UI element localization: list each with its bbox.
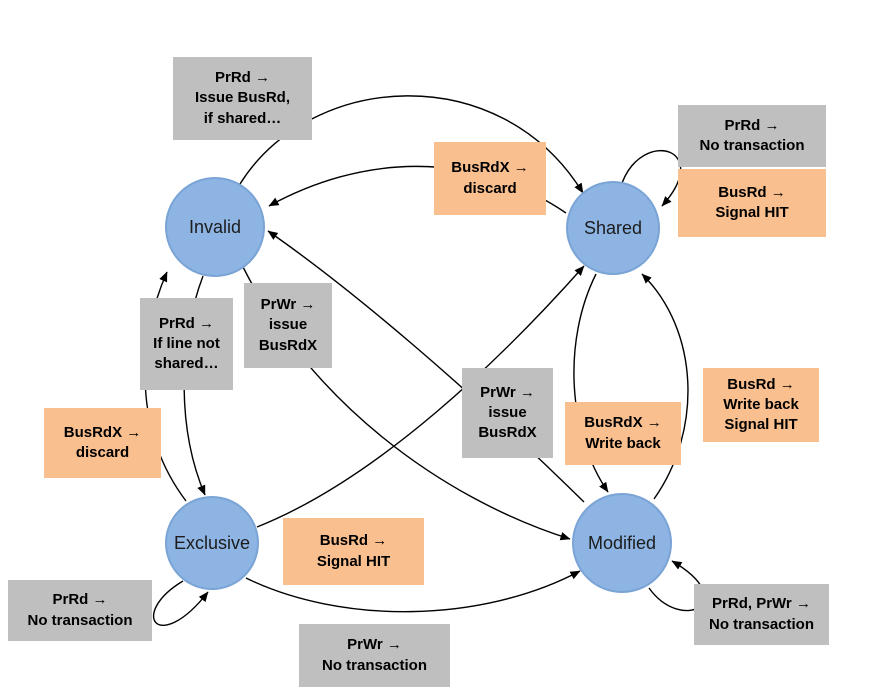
- transition-label-exclusive-to-shared: BusRd → Signal HIT: [283, 518, 424, 585]
- state-modified-label: Modified: [587, 532, 657, 553]
- state-invalid: Invalid: [165, 177, 265, 277]
- state-exclusive-label: Exclusive: [173, 532, 251, 553]
- state-exclusive: Exclusive: [165, 496, 259, 590]
- transition-label-invalid-to-shared: PrRd → Issue BusRd, if shared…: [173, 57, 312, 140]
- transition-label-shared-self-busrd: BusRd → Signal HIT: [678, 169, 826, 237]
- transition-label-shared-to-invalid: BusRdX → discard: [434, 142, 546, 215]
- arrow-shared-self-loop: [621, 149, 682, 207]
- arrow-modified-to-shared: [641, 273, 689, 500]
- state-shared: Shared: [566, 181, 660, 275]
- transition-label-invalid-to-exclusive: PrRd → If line not shared…: [140, 298, 233, 390]
- transition-label-modified-to-shared: BusRd → Write back Signal HIT: [703, 368, 819, 442]
- arrow-exclusive-self-loop: [152, 580, 209, 626]
- state-modified: Modified: [572, 493, 672, 593]
- arrow-exclusive-to-shared: [256, 265, 585, 528]
- transition-label-invalid-to-modified: PrWr → issue BusRdX: [244, 283, 332, 368]
- transition-label-exclusive-self: PrRd → No transaction: [8, 580, 152, 641]
- transition-label-shared-self-prrd: PrRd → No transaction: [678, 105, 826, 167]
- arrow-exclusive-to-modified: [245, 570, 581, 613]
- transition-label-exclusive-to-invalid: BusRdX → discard: [44, 408, 161, 478]
- state-invalid-label: Invalid: [188, 216, 242, 237]
- transition-label-modified-self: PrRd, PrWr → No transaction: [694, 584, 829, 645]
- transition-label-modified-to-invalid: BusRdX → Write back: [565, 402, 681, 465]
- transition-label-exclusive-to-modified: PrWr → No transaction: [299, 624, 450, 687]
- transition-label-shared-to-modified: PrWr → issue BusRdX: [462, 368, 553, 458]
- state-shared-label: Shared: [583, 217, 643, 238]
- arrow-shared-to-modified: [573, 273, 609, 493]
